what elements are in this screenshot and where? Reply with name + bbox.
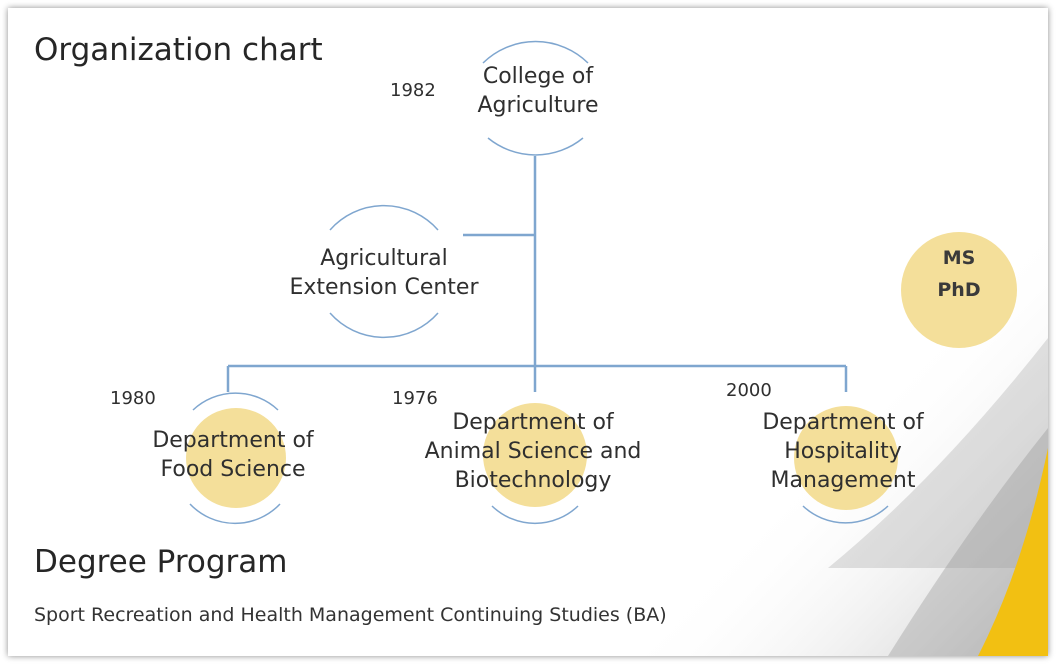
hospitality-year: 2000 <box>726 380 772 401</box>
root-label-line1: College of <box>482 64 594 89</box>
hospitality-line1: Department of <box>762 410 924 435</box>
extension-label-line2: Extension Center <box>289 275 479 300</box>
extension-arc-top <box>329 204 439 231</box>
extension-node: Agricultural Extension Center <box>266 244 502 302</box>
root-year: 1982 <box>390 80 436 101</box>
food-science-line1: Department of <box>152 428 314 453</box>
animal-science-arc-bottom <box>491 505 579 525</box>
degree-program-heading: Degree Program <box>34 544 288 580</box>
graduate-highlight <box>901 232 1017 348</box>
food-science-arc-top <box>192 392 279 411</box>
diagram-canvas <box>186 40 1048 656</box>
extension-label-line1: Agricultural <box>320 246 448 271</box>
hospitality-node: Department of Hospitality Management <box>728 408 958 495</box>
degree-program-list: Sport Recreation and Health Management C… <box>34 604 667 626</box>
extension-arc-bottom <box>329 312 439 339</box>
animal-science-line2: Animal Science and <box>424 439 642 464</box>
slide: Organization chart 1982 College of Agric… <box>8 8 1048 656</box>
food-science-arc-bottom <box>189 503 281 525</box>
food-science-highlight <box>186 408 286 508</box>
food-science-line2: Food Science <box>160 457 306 482</box>
graduate-line2: PhD <box>937 279 981 301</box>
food-science-year: 1980 <box>110 388 156 409</box>
page-title: Organization chart <box>34 32 323 68</box>
food-science-node: Department of Food Science <box>118 426 348 484</box>
animal-science-year: 1976 <box>392 388 438 409</box>
root-label-line2: Agriculture <box>477 93 599 118</box>
graduate-line1: MS <box>942 247 976 269</box>
background-stadium-curve <box>828 338 1048 568</box>
yellow-accent <box>978 448 1048 656</box>
animal-science-line3: Biotechnology <box>454 468 612 493</box>
hospitality-arc-bottom <box>802 505 889 524</box>
root-node: College of Agriculture <box>458 62 618 120</box>
root-arc-top <box>482 40 589 64</box>
hospitality-line2: Hospitality <box>784 439 902 464</box>
animal-science-node: Department of Animal Science and Biotech… <box>398 408 668 495</box>
graduate-node: MS PhD <box>913 242 1005 306</box>
hospitality-line3: Management <box>770 468 916 493</box>
root-arc-bottom <box>487 137 584 156</box>
hospitality-highlight <box>794 406 898 510</box>
animal-science-highlight <box>483 403 587 507</box>
animal-science-line1: Department of <box>452 410 614 435</box>
